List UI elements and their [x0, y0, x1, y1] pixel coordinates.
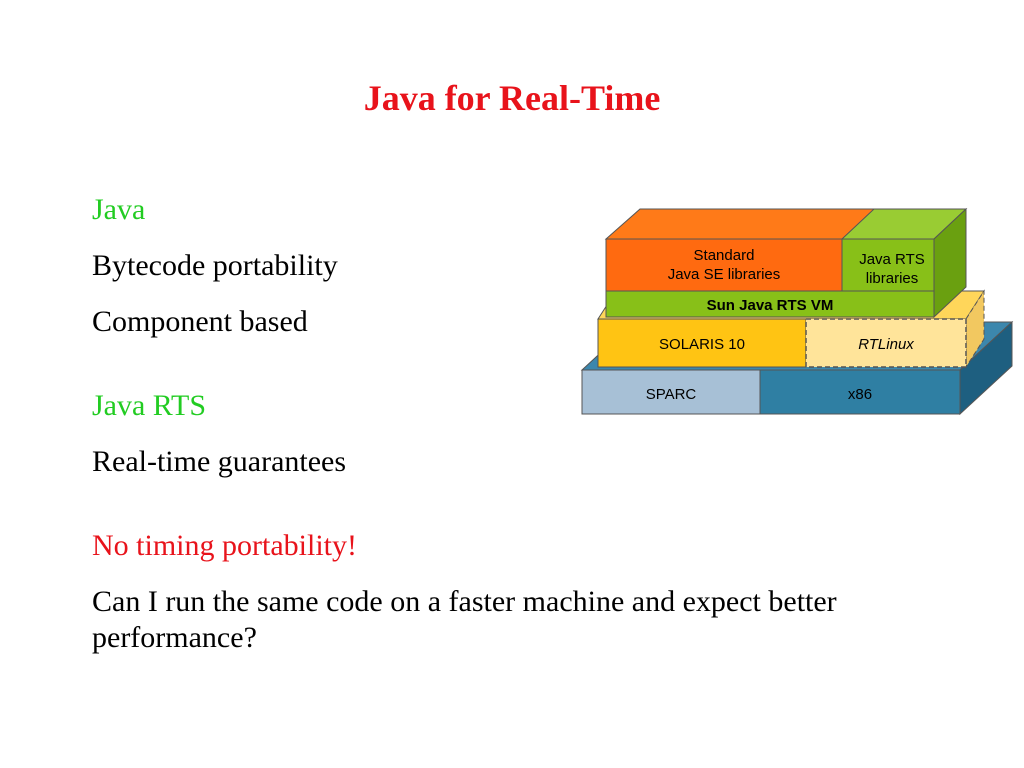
vm-label: Sun Java RTS VM [707, 297, 834, 314]
std-libs-label-line1: Standard [694, 247, 755, 264]
standard-libraries-block [605, 238, 843, 292]
solaris-block [597, 318, 807, 368]
rts-libs-label-line2: libraries [866, 270, 919, 287]
std-libs-label-line2: Java SE libraries [668, 266, 781, 283]
x86-block [759, 369, 961, 415]
rtlinux-block [805, 318, 967, 368]
rtlinux-label: RTLinux [858, 336, 914, 353]
rts-libs-label-line1: Java RTS [859, 251, 925, 268]
architecture-stack-diagram: SPARC x86 SOLARIS 10 RTLinux Stand [580, 205, 1020, 420]
sparc-label: SPARC [646, 386, 697, 403]
rts-libraries-block [841, 238, 935, 292]
warning-heading: No timing portability! [92, 529, 357, 562]
solaris-label: SOLARIS 10 [659, 336, 745, 353]
warning-body: Can I run the same code on a faster mach… [92, 585, 837, 654]
java-layer: Standard Java SE libraries Java RTS libr… [604, 207, 968, 319]
java-rts-heading: Java RTS [92, 389, 207, 422]
rts-vm-block [605, 290, 935, 318]
java-item-bytecode: Bytecode portability [92, 249, 338, 282]
java-heading: Java [92, 193, 146, 226]
x86-label: x86 [848, 386, 872, 403]
java-item-component: Component based [92, 305, 308, 338]
rts-item-guarantees: Real-time guarantees [92, 445, 347, 478]
sparc-block [581, 369, 761, 415]
slide-title: Java for Real-Time [363, 78, 661, 118]
